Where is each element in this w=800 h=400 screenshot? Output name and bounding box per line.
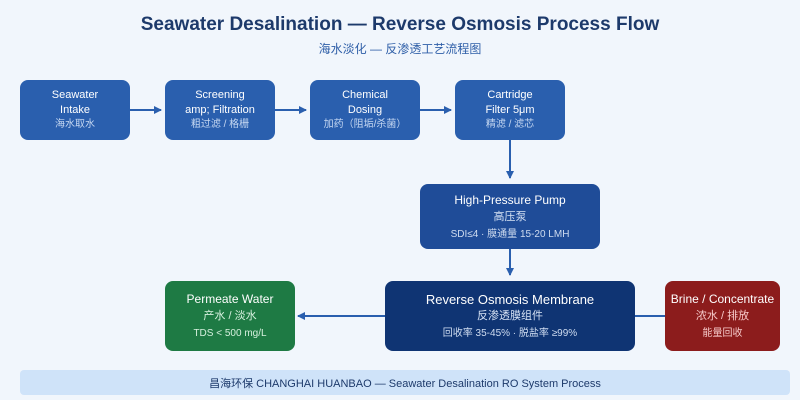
node-membrane-meta: 回收率 35-45% · 脱盐率 ≥99% — [442, 328, 578, 339]
diagram-subtitle: 海水淡化 — 反渗透工艺流程图 — [318, 42, 482, 56]
node-pump-title: High-Pressure Pump — [454, 192, 566, 207]
footer-banner: 昌海环保 CHANGHAI HUANBAO — Seawater Desalin… — [20, 370, 790, 395]
node-screening-line2: amp; Filtration — [185, 104, 255, 116]
diagram-title: Seawater Desalination — Reverse Osmosis … — [140, 14, 660, 35]
node-permeate-meta: TDS < 500 mg/L — [193, 328, 267, 339]
node-cartridge-filter: Cartridge Filter 5μm 精滤 / 滤芯 — [455, 80, 565, 140]
node-seawater-intake: Seawater Intake 海水取水 — [20, 80, 130, 140]
node-high-pressure-pump: High-Pressure Pump 高压泵 SDI≤4 · 膜通量 15-20… — [420, 184, 600, 249]
node-brine-meta: 能量回收 — [702, 328, 743, 339]
node-brine-concentrate: Brine / Concentrate 浓水 / 排放 能量回收 — [665, 281, 780, 351]
node-dosing-line1: Chemical — [342, 89, 388, 101]
node-permeate-cn: 产水 / 淡水 — [203, 310, 257, 322]
node-permeate-water: Permeate Water 产水 / 淡水 TDS < 500 mg/L — [165, 281, 295, 351]
node-brine-title: Brine / Concentrate — [670, 292, 775, 306]
node-cartridge-line2: Filter 5μm — [485, 104, 535, 116]
node-intake-cn: 海水取水 — [55, 119, 95, 130]
node-pump-meta: SDI≤4 · 膜通量 15-20 LMH — [450, 228, 570, 240]
node-permeate-title: Permeate Water — [186, 292, 274, 306]
node-membrane-cn: 反渗透膜组件 — [477, 310, 543, 322]
node-dosing-line2: Dosing — [347, 104, 383, 116]
node-intake-line1: Seawater — [51, 89, 99, 101]
node-cartridge-cn: 精滤 / 滤芯 — [485, 119, 535, 130]
node-membrane-title: Reverse Osmosis Membrane — [425, 292, 595, 307]
node-screening-cn: 粗过滤 / 格栅 — [190, 119, 250, 130]
node-dosing-cn: 加药（阻垢/杀菌） — [323, 119, 407, 130]
node-ro-membrane: Reverse Osmosis Membrane 反渗透膜组件 回收率 35-4… — [385, 281, 635, 351]
node-chemical-dosing: Chemical Dosing 加药（阻垢/杀菌） — [310, 80, 420, 140]
node-intake-line2: Intake — [60, 104, 90, 116]
node-screening-line1: Screening — [195, 89, 245, 101]
footer-text: 昌海环保 CHANGHAI HUANBAO — Seawater Desalin… — [209, 377, 601, 390]
node-pump-cn: 高压泵 — [493, 210, 527, 223]
node-screening: Screening amp; Filtration 粗过滤 / 格栅 — [165, 80, 275, 140]
node-cartridge-line1: Cartridge — [487, 89, 533, 101]
node-brine-cn: 浓水 / 排放 — [695, 310, 750, 322]
